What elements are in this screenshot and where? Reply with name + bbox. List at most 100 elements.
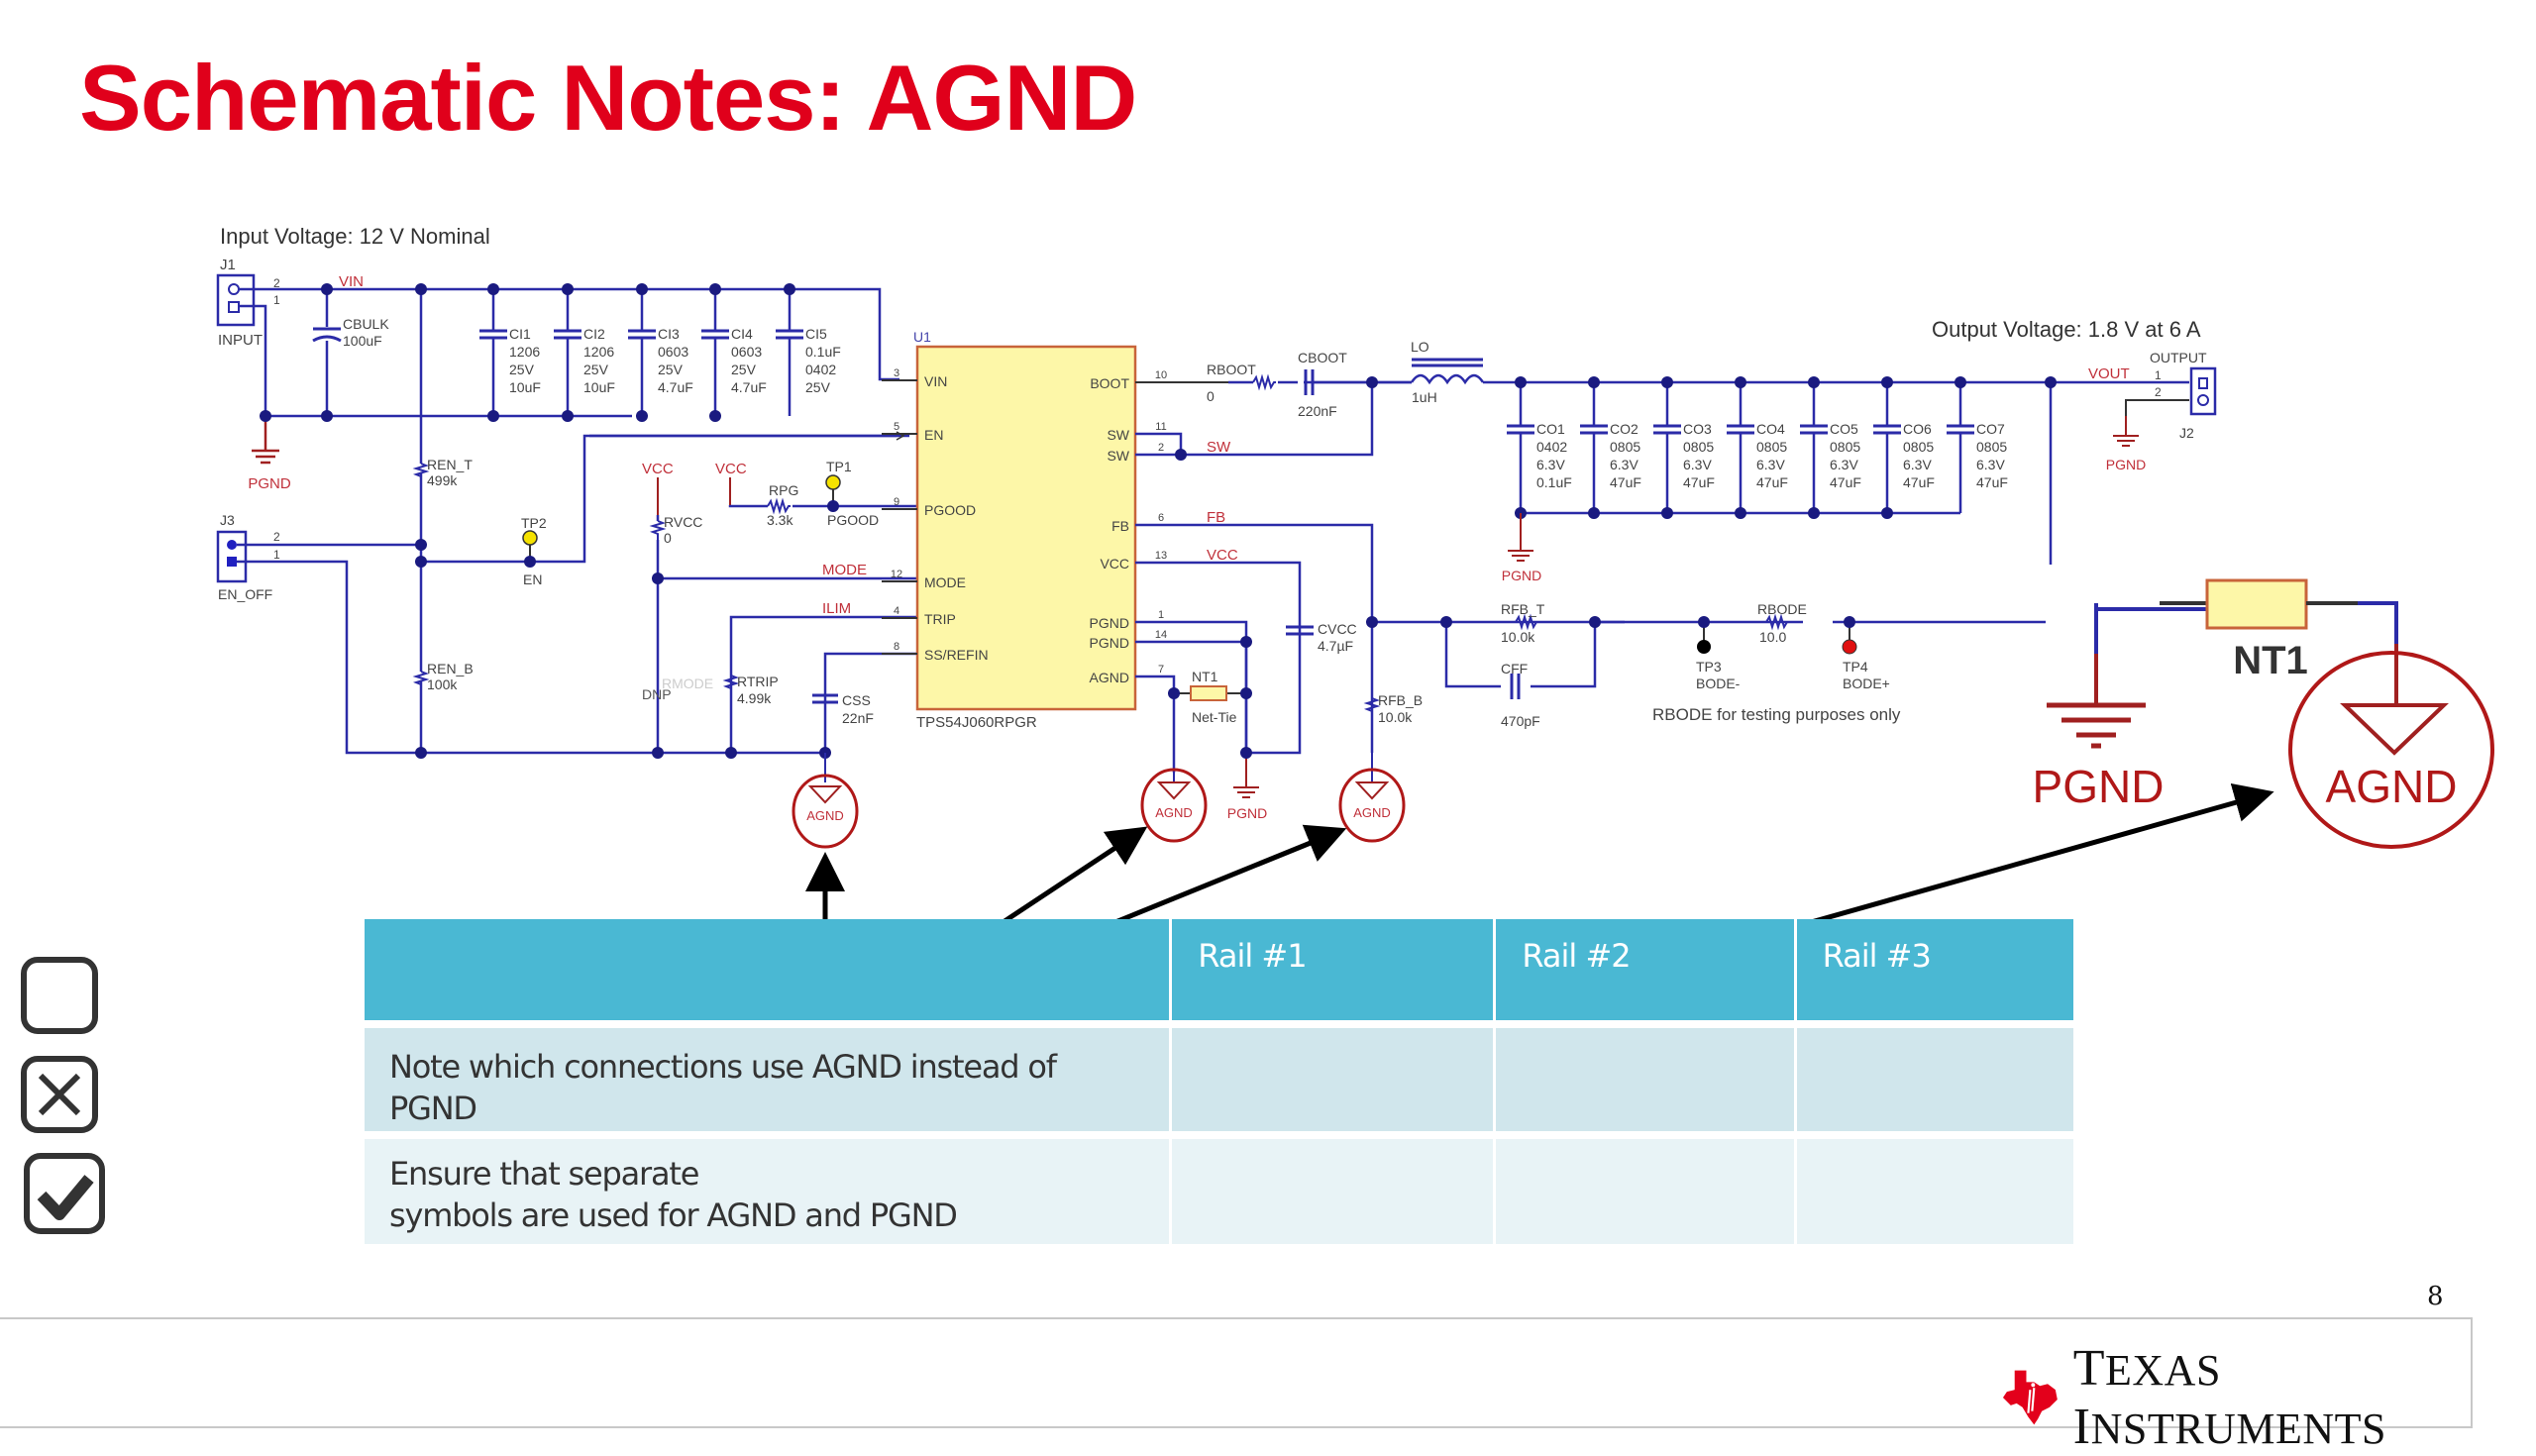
svg-text:RVCC: RVCC [664, 514, 702, 530]
junction-dot [1240, 687, 1252, 699]
junction-dot [562, 283, 574, 295]
svg-text:J1: J1 [220, 257, 236, 273]
svg-text:0805: 0805 [1683, 439, 1714, 455]
svg-text:CFF: CFF [1501, 661, 1528, 676]
table-header-row: Rail #1 Rail #2 Rail #3 [365, 919, 2073, 1020]
callout-net-tie: NT1 PGND AGND [2033, 578, 2494, 849]
svg-text:1206: 1206 [583, 344, 614, 360]
table-row: Note which connections use AGND instead … [365, 1028, 2073, 1131]
junction-dot [636, 410, 648, 422]
svg-text:CBOOT: CBOOT [1298, 350, 1347, 365]
svg-text:PGND: PGND [1090, 635, 1129, 651]
junction-dot [725, 747, 737, 759]
svg-text:47uF: 47uF [1903, 474, 1935, 490]
svg-text:SS/REFIN: SS/REFIN [924, 647, 989, 663]
x-checkbox-icon [21, 1056, 98, 1133]
svg-text:12: 12 [891, 569, 902, 580]
vin-net [239, 287, 899, 418]
pgnd-symbol-input [252, 416, 279, 465]
table-cell-rail-1[interactable] [1169, 1028, 1494, 1131]
svg-text:RBODE: RBODE [1757, 601, 1807, 617]
svg-text:AGND: AGND [1155, 805, 1193, 820]
svg-text:2: 2 [273, 530, 280, 544]
junction-dot [260, 410, 271, 422]
svg-text:10.0k: 10.0k [1378, 709, 1413, 725]
junction-dots-left [260, 283, 839, 759]
en-divider: REN_T 499k REN_B 100k [412, 289, 474, 753]
svg-text:220nF: 220nF [1298, 403, 1337, 419]
svg-text:6.3V: 6.3V [1976, 457, 2005, 472]
junction-dot [415, 747, 427, 759]
table-header-item [365, 919, 1170, 1020]
svg-text:AGND: AGND [1353, 805, 1391, 820]
svg-text:0603: 0603 [658, 344, 688, 360]
svg-text:6.3V: 6.3V [1903, 457, 1932, 472]
table-header-rail-1: Rail #1 [1169, 919, 1494, 1020]
ti-texas-map-icon [2002, 1370, 2058, 1425]
table-header-rail-3: Rail #3 [1793, 919, 2073, 1020]
svg-text:47uF: 47uF [1683, 474, 1715, 490]
svg-text:MODE: MODE [822, 562, 867, 578]
table-cell-rail-3[interactable] [1793, 1028, 2073, 1131]
ti-brand-text: TEXAS INSTRUMENTS [2072, 1340, 2386, 1455]
svg-text:MODE: MODE [924, 574, 966, 590]
table-cell-rail-1[interactable] [1169, 1139, 1494, 1244]
cap-cbulk: CBULK 100uF [312, 289, 389, 416]
junction-dot [636, 283, 648, 295]
svg-text:CI2: CI2 [583, 326, 605, 342]
table-header-rail-2: Rail #2 [1493, 919, 1794, 1020]
svg-text:U1: U1 [913, 329, 931, 345]
junction-dot [709, 410, 721, 422]
table-cell-rail-2[interactable] [1493, 1028, 1794, 1131]
svg-text:OUTPUT: OUTPUT [2150, 350, 2207, 365]
junction-dot [562, 410, 574, 422]
svg-text:3.3k: 3.3k [767, 512, 793, 528]
svg-text:0603: 0603 [731, 344, 762, 360]
svg-text:0805: 0805 [1756, 439, 1787, 455]
net-label-vin: VIN [339, 273, 364, 290]
svg-text:6.3V: 6.3V [1683, 457, 1712, 472]
svg-text:2: 2 [2155, 385, 2162, 399]
svg-text:10: 10 [1155, 369, 1167, 381]
junction-dot [2045, 376, 2057, 388]
svg-text:DNP: DNP [642, 686, 672, 702]
junction-dot [652, 572, 664, 584]
svg-text:25V: 25V [583, 362, 609, 377]
svg-text:47uF: 47uF [1830, 474, 1861, 490]
en-net [237, 434, 909, 755]
svg-text:9: 9 [894, 496, 899, 508]
junction-dot [415, 539, 427, 551]
svg-text:CVCC: CVCC [1318, 621, 1357, 637]
junction-dot [321, 283, 333, 295]
svg-text:2: 2 [273, 276, 280, 290]
ti-logo: TEXAS INSTRUMENTS [2001, 1339, 2536, 1456]
svg-text:10uF: 10uF [583, 379, 615, 395]
mode-network: VCC RVCC 0 MODE RMODE DNP ILIM RTRIP 4.9… [642, 459, 917, 753]
svg-text:REN_B: REN_B [427, 661, 474, 676]
connector-j2: OUTPUT 1 2 J2 PGND [2106, 350, 2217, 472]
svg-text:22nF: 22nF [842, 710, 874, 726]
svg-text:0805: 0805 [1976, 439, 2007, 455]
table-cell-rail-3[interactable] [1793, 1139, 2073, 1244]
svg-text:0402: 0402 [1536, 439, 1567, 455]
svg-text:10.0k: 10.0k [1501, 629, 1535, 645]
svg-text:TP3: TP3 [1696, 659, 1722, 675]
table-row: Ensure that separate symbols are used fo… [365, 1139, 2073, 1244]
svg-text:2: 2 [1158, 442, 1164, 454]
svg-text:TP2: TP2 [521, 515, 547, 531]
checkbox-legend [21, 957, 105, 1234]
svg-text:TP1: TP1 [826, 459, 852, 474]
svg-text:10.0: 10.0 [1759, 629, 1786, 645]
svg-text:0805: 0805 [1903, 439, 1934, 455]
svg-text:INPUT: INPUT [218, 332, 263, 349]
svg-text:VCC: VCC [1100, 556, 1129, 572]
svg-text:4.7uF: 4.7uF [658, 379, 693, 395]
check-checkbox-icon [24, 1153, 105, 1234]
table-cell-rail-2[interactable] [1493, 1139, 1794, 1244]
svg-text:AGND: AGND [806, 808, 844, 823]
svg-text:6: 6 [1158, 512, 1164, 524]
svg-text:EN: EN [924, 427, 943, 443]
